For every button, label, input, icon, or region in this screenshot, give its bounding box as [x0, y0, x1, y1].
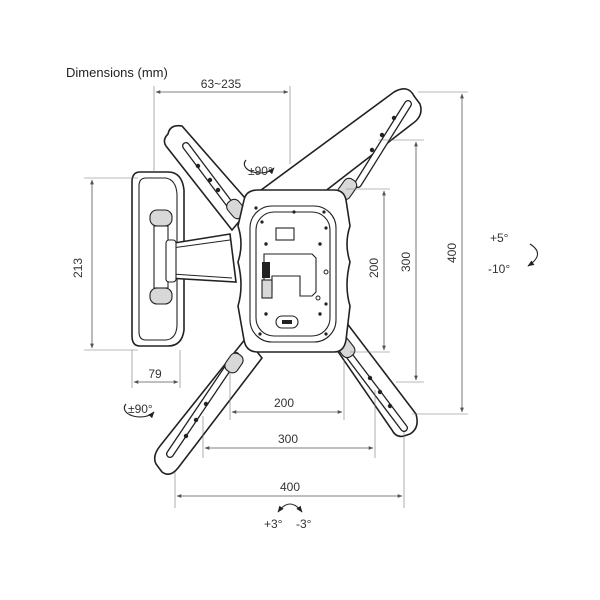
swivel-top-indicator: ±90° [243, 159, 275, 178]
arm-lower-right [328, 320, 418, 438]
articulating-arm [165, 233, 237, 283]
center-plate [237, 189, 351, 353]
level-indicator: +3° -3° [264, 503, 312, 531]
dim-vesa-200-v: 200 [346, 188, 390, 353]
dim-vesa-200-v-label: 200 [367, 258, 381, 278]
arm-lower-left [153, 336, 264, 476]
tilt-down-label: -10° [488, 262, 510, 276]
dim-vesa-300-h: 300 [202, 390, 376, 458]
dim-vesa-400-h-label: 400 [280, 480, 300, 494]
dim-vesa-300-v-label: 300 [399, 252, 413, 272]
swivel-bottom-label: ±90° [128, 402, 153, 416]
dim-vesa-400-h: 400 [174, 432, 405, 508]
dim-wall-height: 213 [71, 177, 138, 351]
dim-wall-height-label: 213 [71, 258, 85, 278]
diagram-title: Dimensions (mm) [66, 65, 168, 80]
tilt-up-label: +5° [490, 231, 509, 245]
dim-vesa-400-v: 400 [412, 91, 468, 415]
dim-vesa-300-h-label: 300 [278, 432, 298, 446]
dim-arm-reach: 63~235 [153, 77, 291, 172]
dim-wall-width-label: 79 [148, 367, 162, 381]
dim-wall-width: 79 [131, 350, 181, 388]
dim-vesa-200-h: 200 [229, 360, 345, 420]
dim-vesa-400-v-label: 400 [445, 243, 459, 263]
tilt-indicator: +5° -10° [488, 231, 539, 276]
swivel-bottom-indicator: ±90° [123, 402, 155, 419]
wall-plate [131, 171, 185, 347]
level-plus-label: +3° [264, 517, 283, 531]
dim-vesa-300-v: 300 [378, 139, 424, 383]
swivel-top-label: ±90° [248, 164, 273, 178]
dim-vesa-200-h-label: 200 [274, 396, 294, 410]
dim-arm-reach-label: 63~235 [201, 77, 242, 91]
level-minus-label: -3° [296, 517, 312, 531]
